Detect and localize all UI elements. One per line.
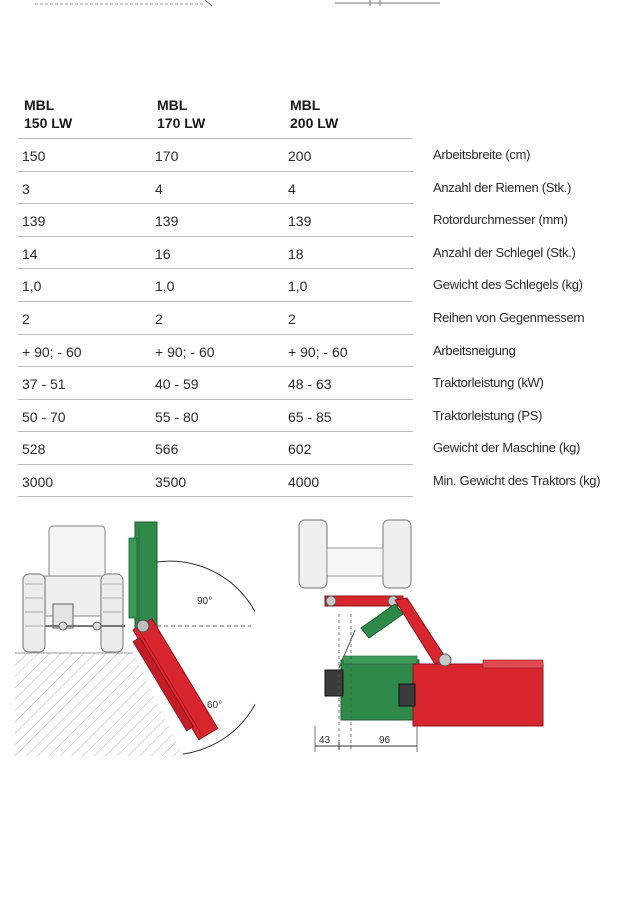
spec-label: Min. Gewicht des Traktors (kg): [433, 472, 601, 488]
tractor-wheel-left: [22, 573, 46, 653]
angle-arc: [156, 560, 255, 755]
spec-label: Anzahl der Riemen (Stk.): [433, 179, 572, 195]
spec-labels: Arbeitsbreite (cm) Anzahl der Riemen (St…: [433, 138, 633, 497]
model-header: MBL 150 LW MBL 170 LW MBL 200 LW: [22, 96, 622, 136]
spec-label: Gewicht des Schlegels (kg): [433, 277, 583, 293]
mulcher-vertical-green: [134, 521, 158, 631]
top-view-diagram: 43 96: [298, 519, 544, 752]
model-heading-150: MBL 150 LW: [24, 97, 73, 131]
tractor-wheel-right: [100, 573, 124, 653]
side-arm: [394, 597, 448, 665]
dimension-label-left: 43: [319, 735, 331, 746]
spec-label: Gewicht der Maschine (kg): [433, 440, 581, 456]
tractor-wheel-right: [382, 519, 412, 589]
mulcher-red: [412, 663, 544, 727]
rear-view-diagram: 90° 60°: [15, 521, 255, 756]
spec-label: Arbeitsbreite (cm): [433, 147, 531, 162]
tractor-cab: [48, 525, 106, 579]
spec-label: Anzahl der Schlegel (Stk.): [433, 244, 576, 260]
spec-label: Arbeitsneigung: [433, 342, 516, 358]
ground-hatch: [15, 653, 183, 756]
angle-label-up: 90°: [197, 596, 212, 607]
top-cropped-drawing: [35, 0, 440, 7]
model-heading-170: MBL 170 LW: [157, 97, 206, 131]
angle-label-down: 60°: [207, 700, 222, 711]
table-row: + 90; - 60+ 90; - 60+ 90; - 60: [18, 333, 413, 367]
spec-label: Traktorleistung (PS): [433, 407, 543, 423]
dimension-label-right: 96: [379, 735, 391, 746]
spec-label: Traktorleistung (kW): [433, 375, 544, 391]
tractor-wheel-left: [298, 519, 328, 589]
spec-label: Rotordurchmesser (mm): [433, 212, 568, 228]
spec-label: Reihen von Gegenmessern: [433, 309, 585, 325]
model-heading-200: MBL 200 LW: [290, 97, 339, 131]
